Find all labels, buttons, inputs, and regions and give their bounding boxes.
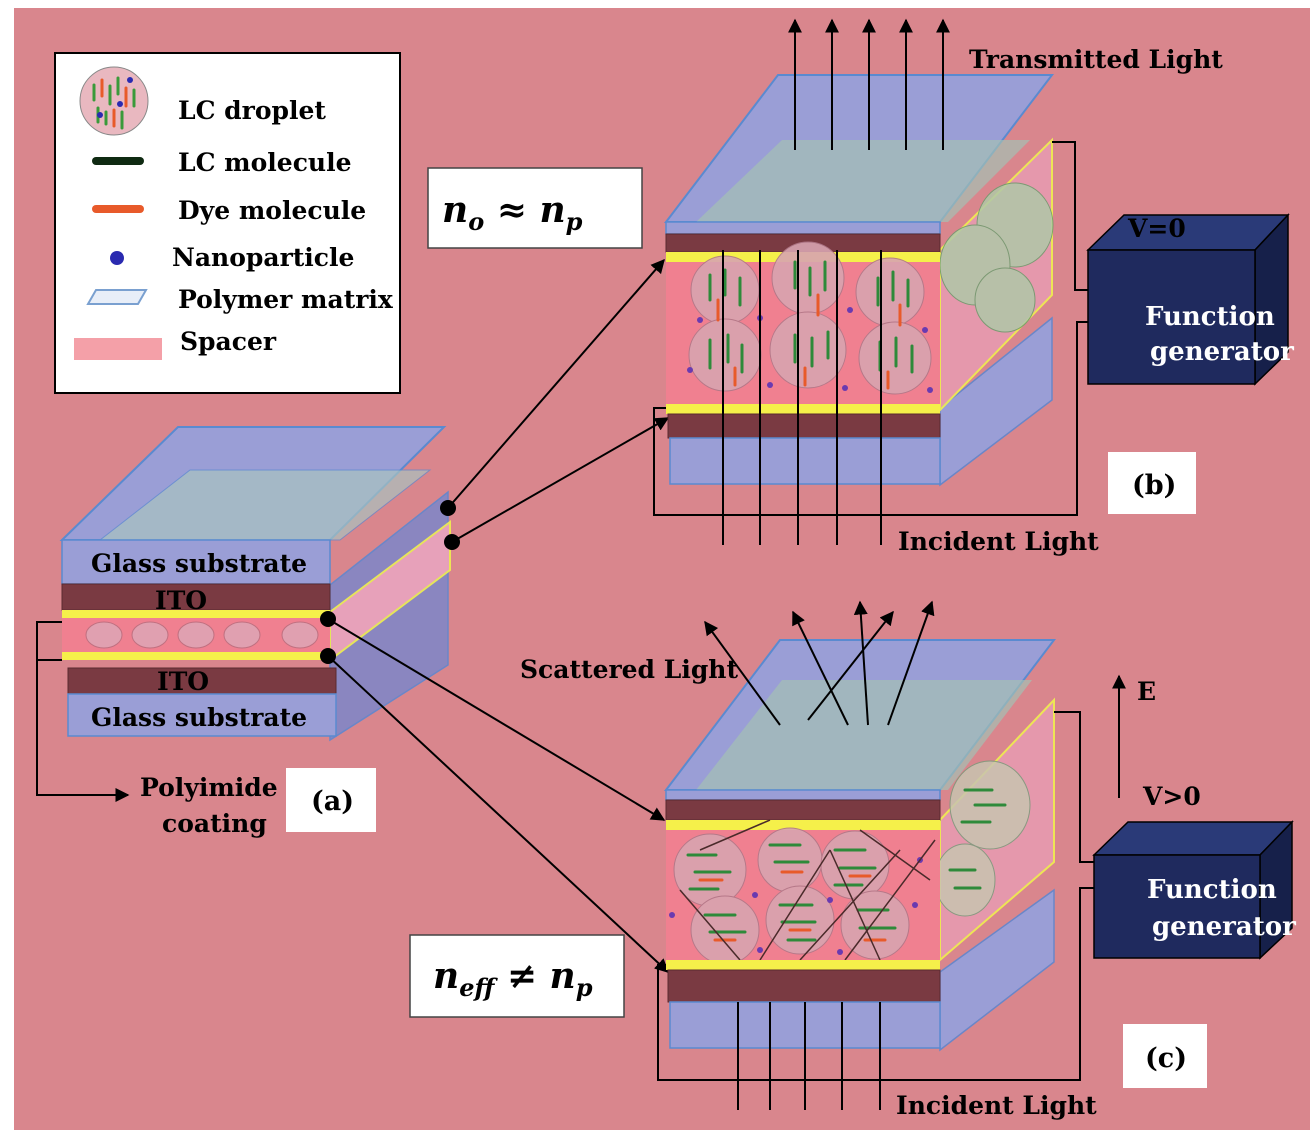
legend-label-lc-droplet: LC droplet: [178, 96, 326, 125]
nanoparticle-icon: [110, 251, 124, 265]
scatter-paths: [679, 819, 936, 961]
eq-b-sub1: o: [468, 207, 484, 236]
legend-label-polymer-matrix: Polymer matrix: [178, 285, 394, 314]
spacer-icon: [74, 338, 162, 360]
scattered-light-arrows: [704, 600, 935, 726]
label-scattered-light: Scattered Light: [520, 655, 738, 684]
panel-c-box: [1123, 1024, 1207, 1088]
fg-c-label-1: Function: [1147, 875, 1277, 905]
incident-light-arrows-c: [737, 1002, 881, 1110]
cell-b: Transmitted Light Incident Light Functio…: [427, 18, 1294, 556]
eq-b-n1: n: [442, 189, 468, 231]
equation-c: neff ≠ np: [409, 934, 625, 1018]
label-voltage-c: V>0: [1142, 782, 1201, 811]
eq-c-sub1: eff: [459, 973, 498, 1002]
label-ito-bottom: ITO: [157, 667, 209, 696]
ito-bottom: [67, 667, 337, 695]
panel-a-box: [286, 768, 376, 832]
label-transmitted-light: Transmitted Light: [969, 45, 1223, 74]
panel-b-label: (b): [1132, 470, 1176, 501]
label-incident-light-b: Incident Light: [898, 527, 1099, 556]
panel-b-box: [1108, 452, 1196, 514]
label-voltage-b: V=0: [1127, 214, 1186, 243]
label-incident-light-c: Incident Light: [896, 1091, 1097, 1120]
label-polyimide-2: coating: [162, 809, 267, 838]
polymer-matrix-icon: [86, 289, 148, 305]
cell-c: Scattered Light Incident Light E V>0 Fun…: [409, 600, 1296, 1120]
glass-substrate-top: [61, 539, 331, 585]
label-field: E: [1137, 677, 1156, 706]
eq-c-n2: n: [550, 955, 576, 997]
panel-c-label: (c): [1145, 1043, 1187, 1074]
polyimide-bracket: [36, 621, 130, 802]
eq-c-n1: n: [433, 955, 459, 997]
eq-b-sub2: p: [566, 207, 583, 236]
lc-molecule-icon: [92, 157, 144, 165]
ito-top: [61, 583, 331, 611]
label-glass-top: Glass substrate: [91, 549, 307, 578]
eq-b-n2: n: [539, 189, 565, 231]
transmitted-light-arrows: [722, 18, 950, 545]
connector-arrows: [327, 258, 670, 973]
label-glass-bottom: Glass substrate: [91, 703, 307, 732]
function-generator-c: Function generator: [1092, 820, 1296, 960]
eq-c-rel: ≠: [494, 955, 549, 997]
polyimide-bottom: [62, 652, 330, 660]
function-generator-b: Function generator: [1086, 213, 1294, 386]
svg-text:neff ≠ np: neff ≠ np: [433, 955, 593, 1002]
cell-a: Glass substrate ITO ITO Glass substrate …: [36, 426, 460, 838]
polyimide-top: [62, 610, 330, 618]
fg-b-label-1: Function: [1145, 302, 1275, 332]
legend-label-spacer: Spacer: [180, 327, 277, 356]
svg-text:no ≈ np: no ≈ np: [442, 189, 583, 236]
label-polyimide-1: Polyimide: [140, 773, 278, 802]
panel-a-label: (a): [311, 786, 354, 817]
eq-c-sub2: p: [576, 973, 593, 1002]
fg-b-label-2: generator: [1150, 337, 1294, 367]
eq-b-rel: ≈: [484, 189, 539, 231]
legend-label-lc-molecule: LC molecule: [178, 148, 352, 177]
lc-droplet-icon: [79, 66, 149, 136]
fg-c-label-2: generator: [1152, 912, 1296, 942]
equation-b: no ≈ np: [427, 167, 643, 249]
legend-label-nanoparticle: Nanoparticle: [172, 243, 354, 272]
legend-box: LC droplet LC molecule Dye molecule Nano…: [54, 52, 401, 394]
legend-label-dye-molecule: Dye molecule: [178, 196, 366, 225]
dye-molecule-icon: [92, 205, 144, 213]
label-ito-top: ITO: [155, 586, 207, 615]
glass-substrate-bottom: [67, 693, 337, 737]
